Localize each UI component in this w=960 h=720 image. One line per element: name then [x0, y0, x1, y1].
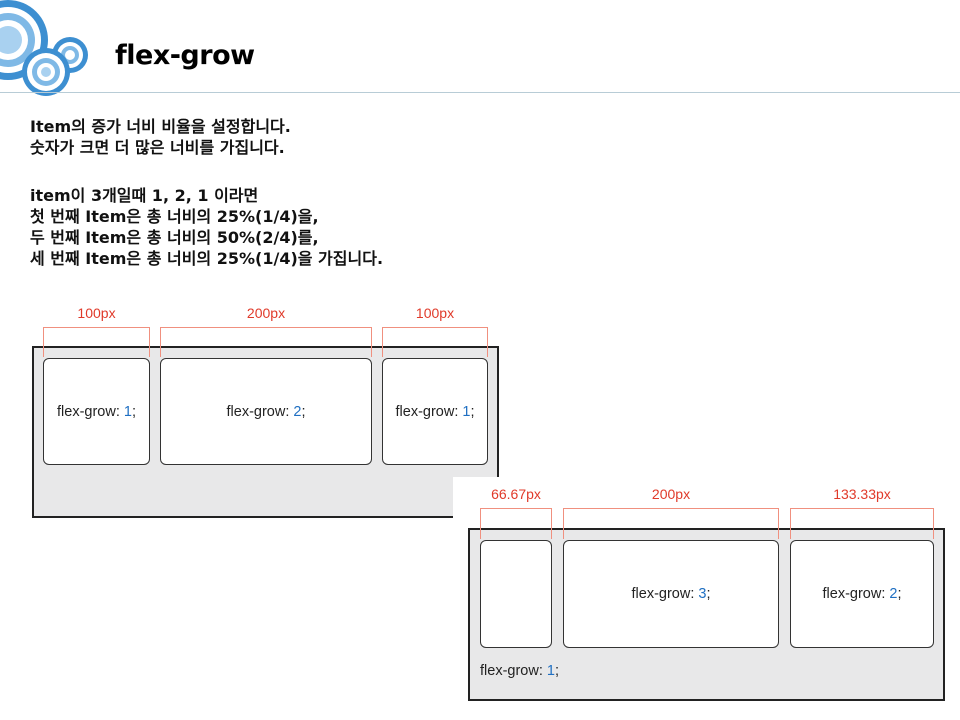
body-line: 세 번째 Item은 총 너비의 25%(1/4)을 가집니다. [30, 249, 384, 268]
width-label: 66.67px [491, 486, 541, 502]
flex-item: flex-grow: 1; [43, 358, 150, 465]
flex-item: flex-grow: 2; [790, 540, 934, 648]
width-label: 133.33px [833, 486, 891, 502]
item-label: flex-grow: 2; [822, 586, 902, 602]
item-label: flex-grow: 1; [480, 663, 559, 679]
body-line: Item의 증가 너비 비율을 설정합니다. [30, 117, 291, 136]
flex-item: flex-grow: 1; [382, 358, 488, 465]
flex-item: flex-grow: 2; [160, 358, 372, 465]
title-divider [0, 92, 960, 93]
slide-title: flex-grow [115, 40, 255, 71]
item-label: flex-grow: 1; [395, 403, 475, 420]
body-line: item이 3개일때 1, 2, 1 이라면 [30, 186, 259, 205]
width-label: 100px [415, 305, 455, 321]
width-label: 200px [651, 486, 691, 502]
body-text: Item의 증가 너비 비율을 설정합니다. 숫자가 크면 더 많은 너비를 가… [30, 116, 383, 269]
flex-item [480, 540, 552, 648]
flex-item: flex-grow: 3; [563, 540, 779, 648]
body-line: 첫 번째 Item은 총 너비의 25%(1/4)을, [30, 207, 319, 226]
body-line: 숫자가 크면 더 많은 너비를 가집니다. [30, 138, 285, 157]
width-label: 100px [77, 305, 116, 321]
width-label: 200px [246, 305, 286, 321]
item-label: flex-grow: 1; [57, 403, 136, 420]
concentric-circles-logo-icon [0, 0, 88, 96]
body-line: 두 번째 Item은 총 너비의 50%(2/4)를, [30, 228, 319, 247]
item-label: flex-grow: 2; [226, 403, 306, 420]
item-label: flex-grow: 3; [631, 586, 711, 602]
